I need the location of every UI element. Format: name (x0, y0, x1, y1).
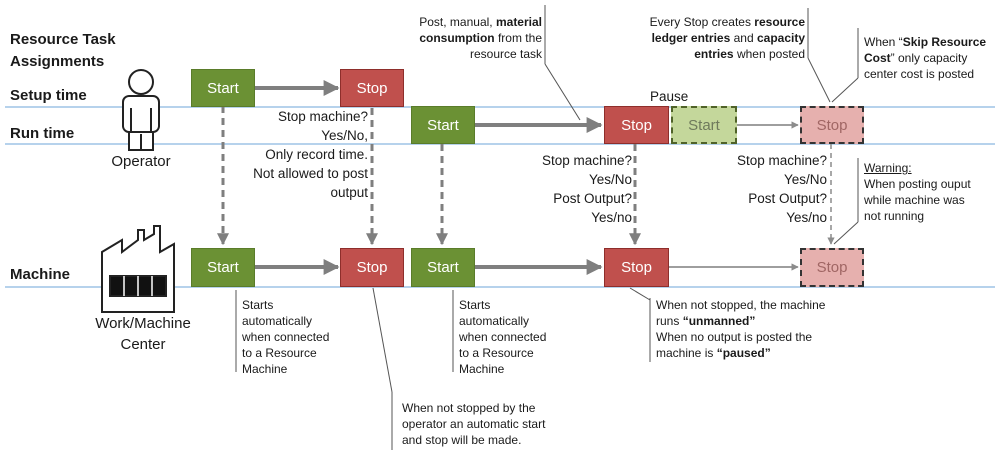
note-text: to a Resource (242, 346, 317, 360)
note-text: resource task (469, 47, 542, 61)
operator-icon (122, 69, 160, 151)
question-line: Stop machine? (277, 109, 368, 124)
note-text: When not stopped by the (402, 401, 536, 415)
question-line: Not allowed to post (253, 166, 368, 181)
work-center-caption-line2: Center (120, 336, 166, 353)
question-line: Yes/No (588, 172, 632, 187)
run-start-box: Start (411, 106, 475, 144)
note-text: to a Resource (459, 346, 534, 360)
note-text: while machine was (864, 193, 965, 207)
note-text-bold: Skip Resource (902, 35, 987, 49)
question-line: Yes/No, (321, 128, 368, 143)
note-text: Post, manual, (419, 15, 496, 29)
diagram-title-line1: Resource Task (10, 31, 116, 48)
note-text: Machine (242, 362, 288, 376)
paused-start-box: Start (671, 106, 737, 144)
question-line: Yes/No (783, 172, 827, 187)
note-starts-automatically-1: Starts automatically when connected to a… (242, 297, 329, 377)
stop-question-2: Stop machine? Yes/No Post Output? Yes/no (500, 151, 632, 227)
callout-line (372, 287, 393, 393)
setup-start-box: Start (191, 69, 255, 107)
machine-label: Machine (10, 266, 71, 283)
machine-stop-box-2: Stop (604, 248, 669, 287)
note-text-bold: Cost (864, 51, 891, 65)
callout-line (831, 77, 859, 103)
note-text: center cost is posted (864, 67, 975, 81)
note-text: When posting ouput (864, 177, 971, 191)
run-time-label: Run time (10, 125, 75, 142)
note-text-bold: “paused” (716, 346, 771, 360)
note-text: and stop will be made. (402, 433, 522, 447)
note-automatic-start-stop: When not stopped by the operator an auto… (402, 400, 545, 448)
note-text: automatically (459, 314, 530, 328)
note-text: runs (656, 314, 683, 328)
note-text-bold: resource (754, 15, 805, 29)
operator-caption: Operator (111, 153, 171, 170)
note-warning: Warning: When posting ouput while machin… (864, 160, 998, 224)
note-text: automatically (242, 314, 313, 328)
question-line: output (330, 185, 368, 200)
callout-line (807, 57, 831, 103)
note-text: when posted (733, 47, 805, 61)
question-line: Stop machine? (736, 153, 827, 168)
run-stop-box: Stop (604, 106, 669, 144)
note-unmanned: When not stopped, the machine runs “unma… (656, 297, 825, 361)
note-text: from the (494, 31, 542, 45)
setup-stop-box: Stop (340, 69, 404, 107)
diagram-title-line2: Assignments (10, 53, 105, 70)
note-text-bold: “unmanned” (682, 314, 756, 328)
machine-start-box-1: Start (191, 248, 255, 287)
stop-question-1: Stop machine? Yes/No, Only record time. … (225, 107, 368, 202)
question-line: Stop machine? (541, 153, 632, 168)
note-starts-automatically-2: Starts automatically when connected to a… (459, 297, 546, 377)
work-center-caption-line1: Work/Machine (95, 315, 191, 332)
skip-cost-stop-box: Stop (800, 106, 864, 144)
note-post-consumption: Post, manual, material consumption from … (378, 14, 542, 62)
note-text-bold: entries (694, 47, 734, 61)
note-text: machine is (656, 346, 717, 360)
note-text: when connected (459, 330, 547, 344)
warning-stop-box: Stop (800, 248, 864, 287)
note-text-bold: capacity (756, 31, 805, 45)
note-text: not running (864, 209, 925, 223)
note-text: When no output is posted the (656, 330, 813, 344)
pause-label: Pause (650, 89, 689, 104)
warning-title: Warning: (864, 161, 912, 175)
note-text: Machine (459, 362, 505, 376)
note-text: and (730, 31, 757, 45)
question-line: Yes/no (591, 210, 632, 225)
question-line: Only record time. (265, 147, 368, 162)
note-text: Every Stop creates (649, 15, 755, 29)
note-text: Starts (242, 298, 274, 312)
note-text: When “ (864, 35, 903, 49)
note-text-bold: consumption (419, 31, 495, 45)
note-every-stop: Every Stop creates resource ledger entri… (600, 14, 805, 62)
note-skip-resource-cost: When “Skip Resource Cost” only capacity … (864, 34, 998, 82)
note-text: when connected (242, 330, 330, 344)
machine-stop-box-1: Stop (340, 248, 404, 287)
note-text: Starts (459, 298, 491, 312)
factory-icon (101, 225, 175, 313)
note-text: operator an automatic start (402, 417, 546, 431)
callout-line (629, 287, 651, 301)
machine-start-box-2: Start (411, 248, 475, 287)
question-line: Yes/no (786, 210, 827, 225)
note-text: ” only capacity (890, 51, 968, 65)
callout-line (544, 63, 581, 121)
note-text: When not stopped, the machine (656, 298, 826, 312)
note-text-bold: material (495, 15, 542, 29)
note-text-bold: ledger entries (651, 31, 731, 45)
callout-line (833, 221, 859, 245)
question-line: Post Output? (553, 191, 632, 206)
setup-time-label: Setup time (10, 87, 87, 104)
question-line: Post Output? (748, 191, 827, 206)
stop-question-3: Stop machine? Yes/No Post Output? Yes/no (700, 151, 827, 227)
